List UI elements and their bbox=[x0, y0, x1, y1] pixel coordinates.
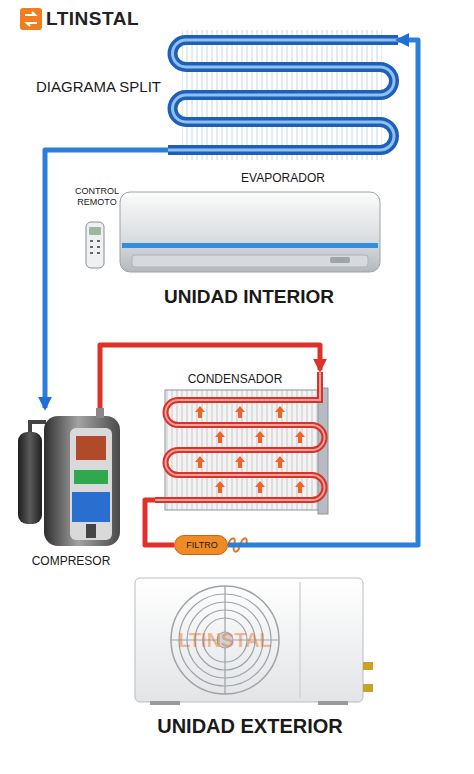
outdoor-unit-box: LTINSTAL UNIDAD EXTERIOR bbox=[130, 574, 370, 746]
refrigerant-pipe bbox=[100, 345, 320, 408]
condenser-coil-highlight bbox=[155, 372, 325, 500]
indoor-unit-stripe bbox=[122, 243, 378, 248]
compressor-cutaway bbox=[70, 428, 112, 540]
refrigerant-pipe bbox=[145, 500, 174, 545]
remote-control-screen bbox=[89, 227, 101, 235]
service-valve bbox=[363, 684, 373, 692]
compressor-scroll bbox=[72, 492, 110, 522]
evaporator-coil-box: EVAPORADOR bbox=[168, 22, 398, 190]
outdoor-unit-panel-line bbox=[299, 582, 301, 698]
component-label: FILTRO bbox=[175, 536, 229, 554]
component-label: CONDENSADOR bbox=[155, 372, 315, 386]
unit-heading: UNIDAD EXTERIOR bbox=[130, 714, 370, 738]
filter-capsule: FILTRO bbox=[174, 535, 228, 555]
unit-heading: UNIDAD INTERIOR bbox=[116, 285, 382, 308]
diagram-title: DIAGRAMA SPLIT bbox=[36, 78, 161, 95]
refrigerant-pipe bbox=[45, 150, 168, 408]
logo-text: LTINSTAL bbox=[46, 8, 139, 30]
condenser-coil bbox=[155, 372, 325, 500]
unit-foot bbox=[318, 701, 348, 705]
remote-control-box: CONTROL REMOTO bbox=[68, 186, 126, 272]
component-label: COMPRESOR bbox=[12, 554, 130, 568]
compressor-box: COMPRESOR bbox=[12, 408, 130, 570]
accumulator-tube bbox=[30, 422, 46, 432]
compressor-shaft bbox=[86, 524, 96, 538]
condenser-box: CONDENSADOR bbox=[155, 370, 335, 520]
indoor-unit-louver bbox=[132, 255, 368, 267]
compressor-body bbox=[44, 416, 120, 546]
compressor-accumulator bbox=[18, 432, 42, 524]
logo-icon-arrows bbox=[25, 12, 37, 26]
evaporator-coil bbox=[168, 40, 398, 150]
heat-flow-arrows bbox=[195, 406, 305, 493]
remote-control-body bbox=[86, 222, 104, 268]
evaporator-coil-highlight bbox=[168, 40, 398, 150]
watermark: LTINSTAL bbox=[130, 628, 320, 652]
service-valve bbox=[363, 662, 373, 670]
compressor-winding bbox=[74, 470, 108, 484]
component-label: CONTROL REMOTO bbox=[72, 186, 122, 208]
indoor-unit-body bbox=[120, 192, 380, 272]
remote-control-buttons bbox=[90, 241, 100, 253]
logo-icon bbox=[20, 8, 42, 30]
unit-foot bbox=[150, 701, 180, 705]
indoor-unit-box: UNIDAD INTERIOR bbox=[116, 188, 382, 312]
capillary-coil bbox=[228, 538, 247, 552]
component-label: EVAPORADOR bbox=[168, 171, 398, 185]
compressor-discharge-fitting bbox=[96, 408, 104, 418]
indoor-unit-display bbox=[330, 257, 350, 263]
compressor-rotor bbox=[76, 436, 106, 460]
